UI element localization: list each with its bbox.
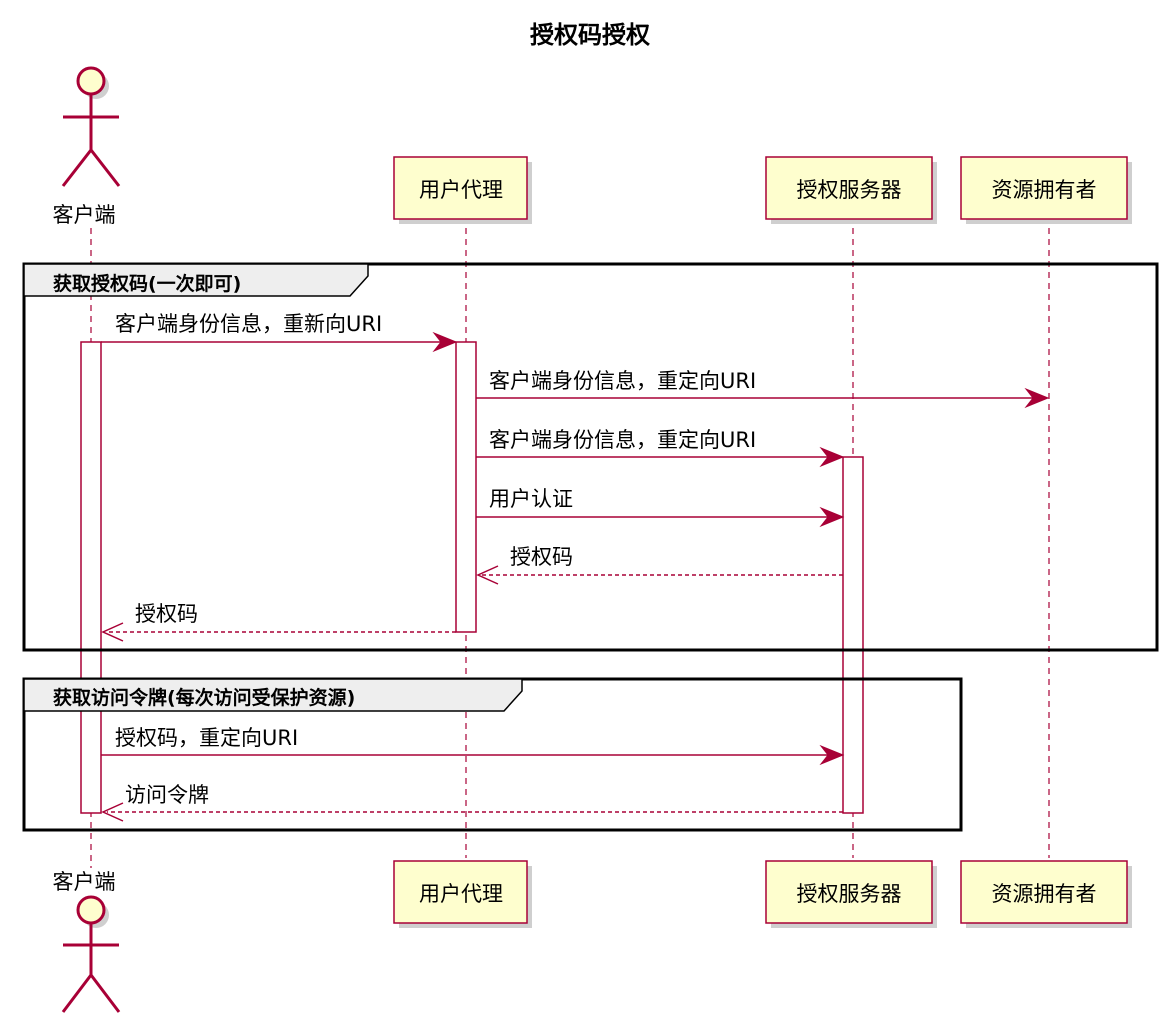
participant-agent-bottom: 用户代理: [393, 860, 532, 928]
group-frame-get-auth-code: 获取授权码(一次即可): [22, 262, 1159, 652]
actor-icon: [76, 66, 106, 96]
group-frame-get-access-token: 获取访问令牌(每次访问受保护资源): [22, 677, 963, 832]
message-agent-to-auth-server: 客户端身份信息，重定向URI: [476, 428, 845, 468]
group-label: 获取访问令牌(每次访问受保护资源): [53, 686, 355, 709]
svg-text:资源拥有者: 资源拥有者: [992, 882, 1097, 906]
svg-text:访问令牌: 访问令牌: [125, 783, 209, 807]
svg-text:授权码: 授权码: [510, 545, 573, 569]
svg-text:用户代理: 用户代理: [419, 178, 503, 202]
svg-text:客户端身份信息，重定向URI: 客户端身份信息，重定向URI: [489, 369, 756, 393]
message-user-auth: 用户认证: [476, 487, 845, 528]
activation-agent: [455, 341, 477, 633]
svg-text:授权服务器: 授权服务器: [797, 178, 902, 202]
svg-text:授权码: 授权码: [135, 602, 198, 626]
svg-text:客户端身份信息，重定向URI: 客户端身份信息，重定向URI: [489, 428, 756, 452]
activation-auth-server: [842, 456, 864, 814]
svg-text:授权服务器: 授权服务器: [797, 882, 902, 906]
participant-label-client: 客户端: [53, 203, 116, 227]
svg-text:用户代理: 用户代理: [419, 882, 503, 906]
participant-agent-top: 用户代理: [393, 156, 532, 224]
actor-client-bottom: 客户端: [53, 870, 121, 1013]
actor-icon: [76, 895, 106, 925]
actor-client-top: 客户端: [53, 66, 121, 227]
diagram-title: 授权码授权: [530, 21, 650, 49]
participant-label-client: 客户端: [53, 870, 116, 894]
svg-text:授权码，重定向URI: 授权码，重定向URI: [115, 726, 298, 750]
participant-owner-top: 资源拥有者: [960, 156, 1132, 224]
participant-auth-server-top: 授权服务器: [765, 156, 937, 224]
activation-client: [80, 341, 102, 814]
group-label: 获取授权码(一次即可): [53, 272, 241, 295]
message-client-to-auth-server: 授权码，重定向URI: [101, 726, 845, 766]
svg-text:客户端身份信息，重新向URI: 客户端身份信息，重新向URI: [115, 312, 382, 336]
message-auth-code-to-agent: 授权码: [476, 545, 843, 585]
message-agent-to-owner: 客户端身份信息，重定向URI: [476, 369, 1050, 409]
message-client-to-agent: 客户端身份信息，重新向URI: [101, 312, 458, 353]
svg-text:资源拥有者: 资源拥有者: [992, 178, 1097, 202]
message-auth-code-to-client: 授权码: [101, 602, 456, 642]
participant-owner-bottom: 资源拥有者: [960, 860, 1132, 928]
message-access-token-to-client: 访问令牌: [101, 783, 843, 822]
svg-text:用户认证: 用户认证: [489, 487, 573, 511]
participant-auth-server-bottom: 授权服务器: [765, 860, 937, 928]
